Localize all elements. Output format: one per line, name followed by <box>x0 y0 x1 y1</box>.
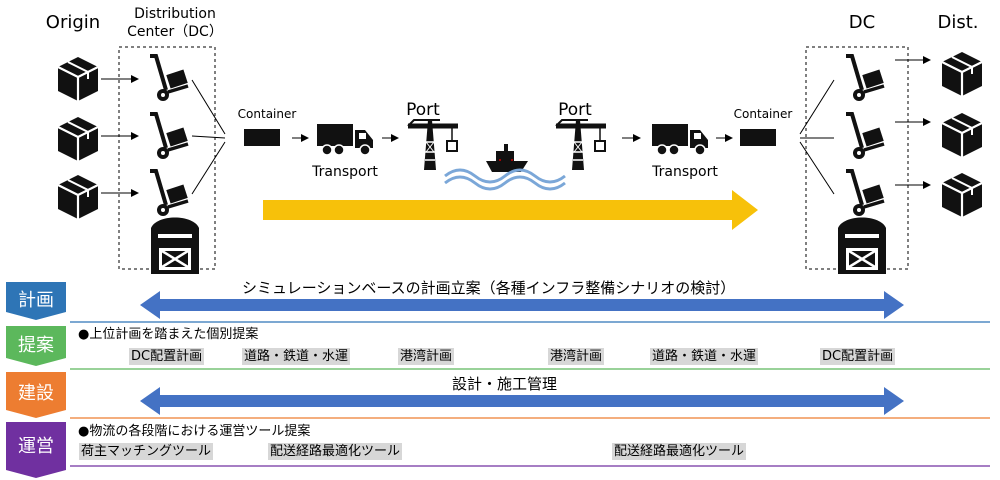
proposal-chip: 道路・鉄道・水運 <box>242 348 351 365</box>
dc-label-line2: Center（DC） <box>127 24 223 40</box>
proposal-chip: 港湾計画 <box>548 348 605 365</box>
operation-note: ●物流の各段階における運営ツール提案 <box>78 424 311 439</box>
port-left-label: Port <box>406 100 440 120</box>
hand-truck-icon <box>844 112 886 161</box>
origin-box-icon <box>56 115 100 163</box>
construction-arrow-text: 設計・施工管理 <box>452 375 558 393</box>
operation-chip: 配送経路最適化ツール <box>268 443 403 460</box>
origin-label: Origin <box>45 12 101 33</box>
hand-truck-icon <box>148 169 190 218</box>
hand-truck-icon <box>148 54 190 103</box>
phase-plan-label: 計画 <box>18 290 54 311</box>
proposal-chip: DC配置計画 <box>820 348 896 365</box>
phase-construction-badge <box>6 372 66 418</box>
dist-label: Dist. <box>937 12 979 33</box>
transport-right-label: Transport <box>652 164 718 180</box>
dist-box-icon <box>940 171 984 219</box>
truck-icon <box>651 123 709 156</box>
crane-icon <box>556 120 606 170</box>
origin-box-icon <box>56 173 100 221</box>
phase-plan-badge <box>6 282 66 320</box>
dc-label-line1: Distribution <box>134 6 216 22</box>
construction-double-arrow <box>140 387 904 415</box>
barn-icon <box>149 216 201 276</box>
origin-box-icon <box>56 55 100 103</box>
hand-truck-icon <box>844 169 886 218</box>
plan-double-arrow <box>140 291 904 319</box>
phase-construction-label: 建設 <box>18 383 54 404</box>
phase-proposal-label: 提案 <box>18 335 54 356</box>
crane-icon <box>408 120 458 170</box>
barn-icon <box>836 216 888 276</box>
proposal-chip: 道路・鉄道・水運 <box>650 348 759 365</box>
dc-right-label: DC <box>848 12 876 33</box>
transport-left-label: Transport <box>312 164 378 180</box>
port-right-label: Port <box>558 100 592 120</box>
hand-truck-icon <box>844 54 886 103</box>
plan-arrow-text: シミュレーションベースの計画立案（各種インフラ整備シナリオの検討） <box>242 279 736 297</box>
container-left-label: Container <box>237 107 297 121</box>
proposal-chip: DC配置計画 <box>129 348 205 365</box>
operation-chip: 配送経路最適化ツール <box>612 443 747 460</box>
dist-box-icon <box>940 50 984 98</box>
container-right-label: Container <box>733 107 793 121</box>
ship-icon <box>486 144 528 172</box>
proposal-note: ●上位計画を踏まえた個別提案 <box>78 327 259 342</box>
phase-operation-badge <box>6 422 66 478</box>
phase-operation-label: 運営 <box>18 436 54 457</box>
proposal-chip: 港湾計画 <box>398 348 455 365</box>
flow-arrow <box>263 190 758 230</box>
container-icon <box>244 129 280 146</box>
hand-truck-icon <box>148 112 190 161</box>
phase-proposal-badge <box>6 326 66 366</box>
operation-chip: 荷主マッチングツール <box>79 443 214 460</box>
dist-box-icon <box>940 111 984 159</box>
truck-icon <box>316 123 374 156</box>
container-icon <box>740 129 776 146</box>
